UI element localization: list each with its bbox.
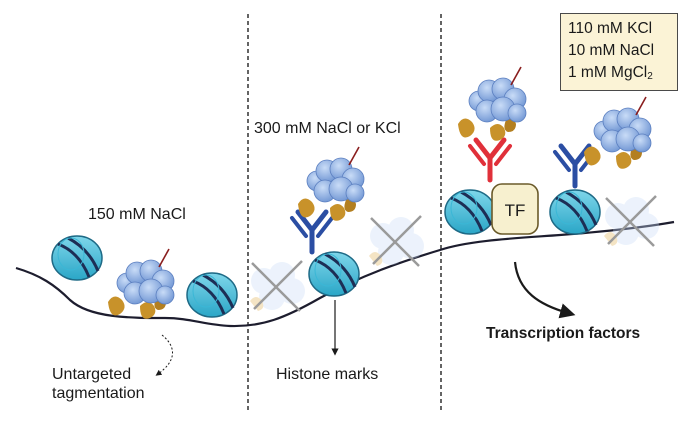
transposase-icon — [593, 96, 652, 153]
tf-label: TF — [505, 201, 526, 220]
nucleosome — [185, 271, 239, 319]
tf-arrow — [513, 261, 576, 319]
faded-complex-icon — [248, 259, 307, 313]
transposase-icon — [306, 146, 365, 203]
untargeted-label-line2: tagmentation — [52, 385, 145, 402]
transposase-icon — [116, 248, 175, 305]
dna-strand — [15, 220, 675, 328]
buffer-line-mgcl-sub: 2 — [647, 71, 653, 82]
buffer-line-nacl: 10 mM NaCl — [568, 42, 655, 59]
untargeted-arrow — [155, 334, 173, 376]
tf-box — [491, 183, 539, 235]
buffer-line-mgcl: 1 mM MgCl2 — [568, 62, 677, 88]
buffer-line-kcl: 110 mM KCl — [568, 20, 653, 37]
condition-label-panel2: 300 mM NaCl or KCl — [254, 120, 401, 137]
histone-marks-label: Histone marks — [276, 366, 379, 383]
nucleosome — [548, 188, 602, 236]
nucleosome — [50, 234, 104, 282]
transcription-factors-label: Transcription factors — [486, 325, 641, 342]
nucleosome — [307, 250, 361, 298]
condition-label-panel1: 150 mM NaCl — [88, 206, 186, 223]
faded-complex-icon — [602, 194, 661, 248]
transposase-icon — [468, 66, 527, 123]
untargeted-label-line1: Untargeted — [52, 366, 132, 383]
nucleosome — [443, 188, 497, 236]
antibody-icon — [470, 140, 510, 180]
buffer-box: 110 mM KCl 10 mM NaCl 1 mM MgCl2 — [560, 13, 678, 91]
buffer-line-mgcl-main: 1 mM MgCl — [568, 64, 648, 81]
antibody-icon — [292, 212, 332, 252]
